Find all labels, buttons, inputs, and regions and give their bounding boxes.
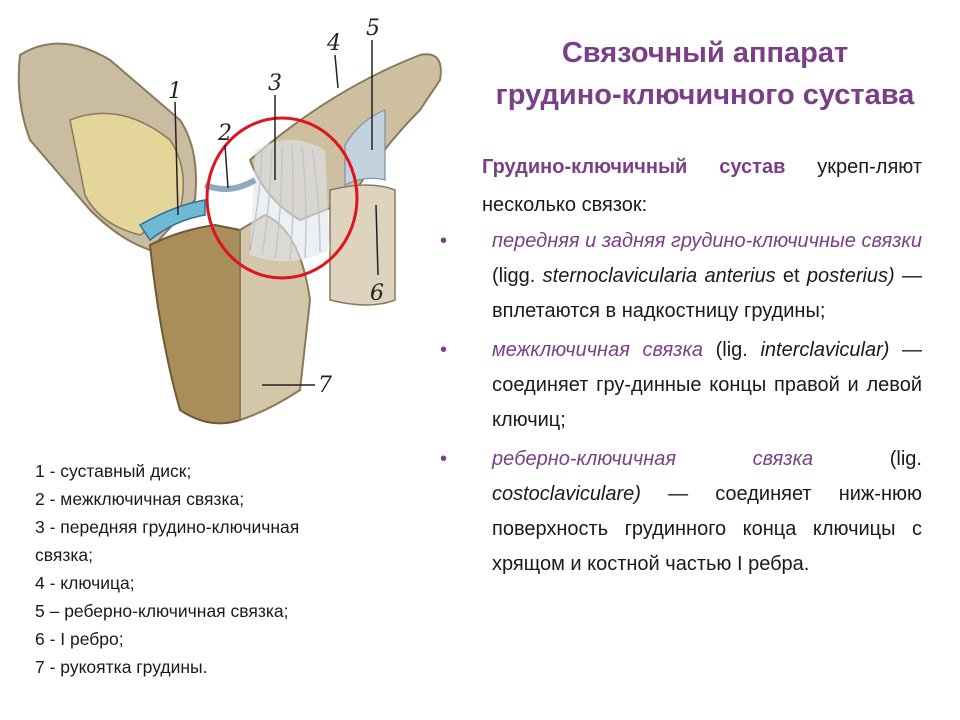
bullet-icon: • <box>440 230 448 252</box>
latin-open: (lig. <box>703 339 761 361</box>
highlight-circle <box>205 116 359 280</box>
anterior-ligament <box>250 140 330 262</box>
legend-item: 1 - суставный диск; <box>35 461 192 481</box>
anatomy-illustration: 1 2 3 4 5 6 7 <box>17 16 442 425</box>
list-item: • передняя и задняя грудино-ключичные св… <box>440 224 922 329</box>
first-rib <box>329 184 396 306</box>
latin-mid: et <box>775 265 807 287</box>
bullet-icon: • <box>440 339 448 361</box>
latin-open: (lig. <box>813 448 922 470</box>
lead-paragraph: Грудино-ключичный сустав укреп-ляют неск… <box>482 148 922 224</box>
ligament-desc: — вплетаются в надкостницу грудины; <box>492 265 923 322</box>
legend-item: 2 - межключичная связка; <box>35 489 245 509</box>
label-6: 6 <box>370 281 384 306</box>
interclavicular-ligament <box>203 177 257 192</box>
lead-term: Грудино-ключичный сустав <box>482 156 786 178</box>
list-item: • межключичная связка (lig. interclavicu… <box>440 333 922 438</box>
label-1: 1 <box>168 79 182 104</box>
legend-item: 7 - рукоятка грудины. <box>35 657 208 677</box>
latin-term: sternoclavicularia anterius <box>542 265 776 287</box>
legend-item: 5 – реберно-ключичная связка; <box>35 601 289 621</box>
sternum-cut <box>148 223 241 425</box>
label-4: 4 <box>326 31 341 56</box>
legend-item: связка; <box>35 545 93 565</box>
clavicle-cut-surface <box>69 112 185 236</box>
label-5: 5 <box>366 16 380 41</box>
latin-term-2: posterius) <box>806 265 895 287</box>
ligament-desc: — соединяет гру-динные концы правой и ле… <box>492 339 923 431</box>
title-line-1: Связочный аппарат <box>561 37 849 69</box>
costoclavicular-ligament <box>344 109 386 186</box>
figure-legend: 1 - суставный диск; 2 - межключичная свя… <box>35 457 415 681</box>
slide-title: Связочный аппарат грудино-ключичного сус… <box>470 32 940 116</box>
ligament-list: • передняя и задняя грудино-ключичные св… <box>440 224 922 586</box>
bullet-icon: • <box>440 448 448 470</box>
legend-item: 3 - передняя грудино-ключичная <box>35 517 300 537</box>
ligament-name: реберно-ключичная связка <box>492 448 814 470</box>
latin-term: interclavicular) <box>760 339 890 361</box>
latin-open: (ligg. <box>492 265 543 287</box>
ligament-name: межключичная связка <box>492 339 704 361</box>
latin-term: costoclaviculare) <box>492 483 641 505</box>
legend-item: 6 - I ребро; <box>35 629 124 649</box>
list-item: • реберно-ключичная связка (lig. costocl… <box>440 442 922 582</box>
title-line-2: грудино-ключичного сустава <box>495 79 915 111</box>
ligament-desc: — соединяет ниж-нюю поверхность грудинно… <box>492 483 922 575</box>
lead-rest: укреп-ляют несколько связок: <box>482 156 922 216</box>
label-7: 7 <box>318 373 332 398</box>
ligament-name: передняя и задняя грудино-ключичные связ… <box>492 230 922 252</box>
leader-lines <box>174 40 379 386</box>
legend-item: 4 - ключица; <box>35 573 135 593</box>
label-2: 2 <box>217 121 232 146</box>
label-3: 3 <box>268 71 282 96</box>
articular-disc <box>138 199 206 242</box>
